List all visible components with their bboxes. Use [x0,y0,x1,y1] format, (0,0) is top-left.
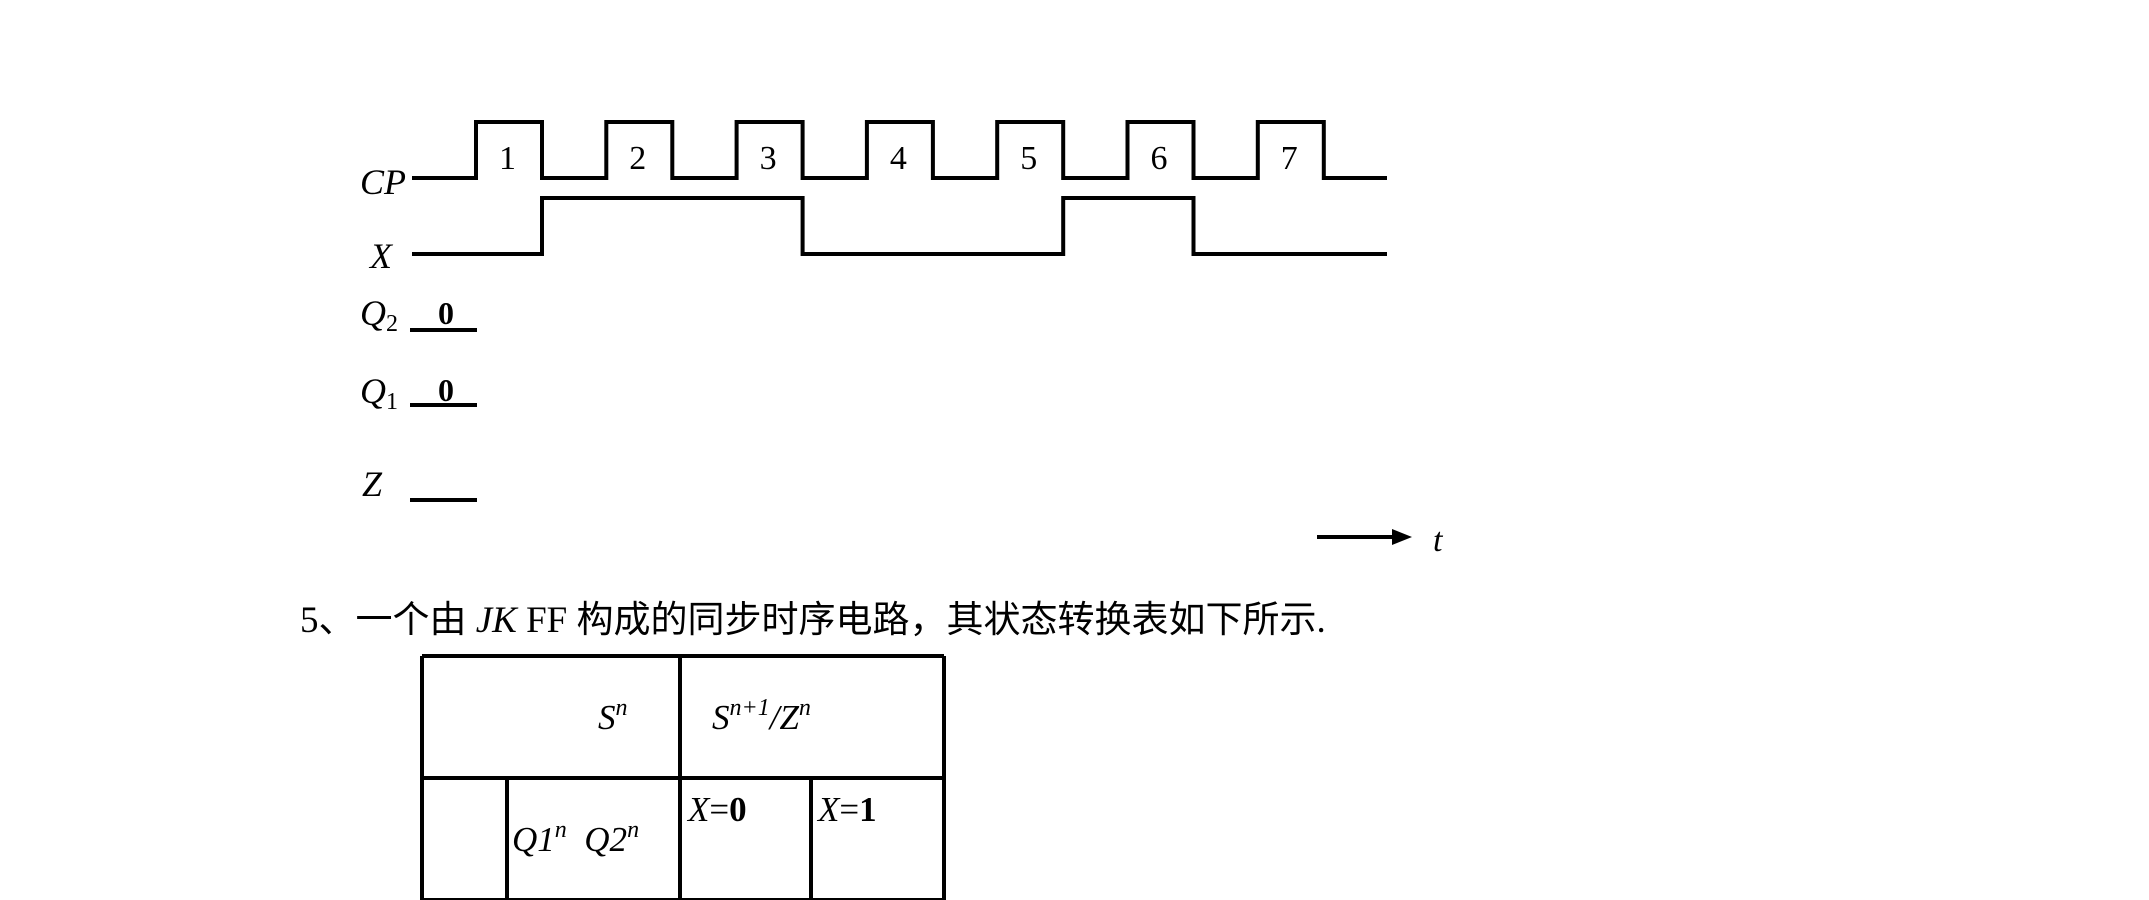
q1-initial-value: 0 [438,372,454,408]
subheader-q1n-q2n: Q1n Q2n [512,817,640,859]
time-axis-label: t [1433,522,1443,559]
pulse-number-5: 5 [1020,140,1038,177]
q2-initial-value: 0 [438,295,454,331]
pulse-number-7: 7 [1280,140,1298,177]
q1-label: Q1 [360,371,398,415]
z-label: Z [362,464,383,504]
header-next-state-output: Sn+1/Zn [712,695,811,737]
pulse-number-1: 1 [499,140,516,177]
x-waveform [412,196,1387,256]
q2-label: Q2 [360,293,398,337]
pulse-number-3: 3 [759,140,777,177]
pulse-number-4: 4 [889,140,907,177]
cp-waveform [412,120,1387,180]
pulse-number-2: 2 [629,140,647,177]
header-state-sn: Sn [598,695,628,737]
pulse-number-6: 6 [1150,140,1168,177]
question-5-text: 5、一个由 JK FF 构成的同步时序电路，其状态转换表如下所示. [300,600,1326,641]
time-arrow-head [1392,529,1412,545]
x-label: X [370,236,392,276]
subheader-x-equals-1: X=1 [818,790,877,829]
cp-label: CP [360,162,407,202]
subheader-x-equals-0: X=0 [688,790,747,829]
